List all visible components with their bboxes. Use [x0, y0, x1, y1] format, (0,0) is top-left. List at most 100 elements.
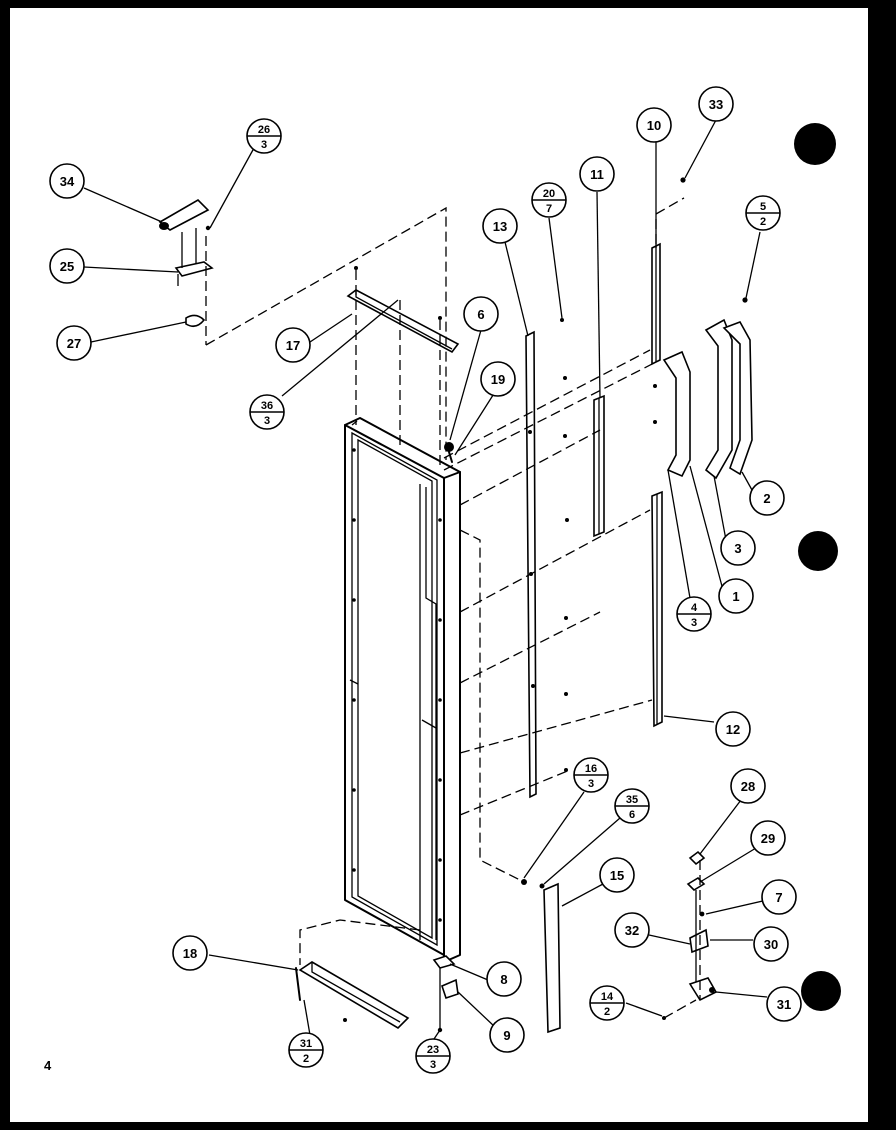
binder-hole: [801, 971, 841, 1011]
door-strip-11: [593, 394, 605, 538]
callout-33: 33: [698, 86, 734, 122]
callout-20: 207: [531, 182, 567, 218]
callout-28: 28: [730, 768, 766, 804]
bottom-strip-15: [521, 879, 561, 1034]
binder-hole: [794, 123, 836, 165]
callout-35: 356: [614, 788, 650, 824]
callout-number: 1: [732, 589, 739, 604]
assembly-lines: [299, 318, 661, 965]
bottom-hinge-bracket: [295, 961, 410, 1030]
callout-19: 19: [480, 361, 516, 397]
binder-holes: [794, 123, 841, 1011]
door-handle: [653, 297, 753, 480]
callout-number: 2: [763, 491, 770, 506]
callout-30: 30: [753, 926, 789, 962]
callout-denominator: 2: [604, 1006, 610, 1018]
callout-number: 9: [503, 1028, 510, 1043]
callout-31a: 312: [288, 1032, 324, 1068]
callout-numerator: 14: [601, 991, 614, 1003]
callout-34: 34: [49, 163, 85, 199]
callout-number: 28: [741, 779, 755, 794]
callout-denominator: 3: [588, 778, 594, 790]
callout-7: 7: [761, 879, 797, 915]
callout-5: 52: [745, 195, 781, 231]
callout-number: 3: [734, 541, 741, 556]
binder-hole: [798, 531, 838, 571]
callout-13: 13: [482, 208, 518, 244]
page-number: 4: [44, 1058, 52, 1073]
callout-number: 10: [647, 118, 661, 133]
leader-lines: [83, 119, 768, 1043]
callout-number: 29: [761, 831, 775, 846]
callout-6: 6: [463, 296, 499, 332]
hinge-pin: [444, 442, 454, 463]
callout-number: 7: [775, 890, 782, 905]
callout-8: 8: [486, 961, 522, 997]
callout-number: 19: [491, 372, 505, 387]
callout-number: 31: [777, 997, 791, 1012]
callout-numerator: 4: [691, 602, 698, 614]
callout-25: 25: [49, 248, 85, 284]
callout-number: 27: [67, 336, 81, 351]
callout-numerator: 31: [300, 1038, 312, 1050]
callout-12: 12: [715, 711, 751, 747]
callout-1: 1: [718, 578, 754, 614]
door-strip-13: [525, 330, 537, 799]
callout-18: 18: [172, 935, 208, 971]
callout-number: 30: [764, 937, 778, 952]
callout-number: 34: [60, 174, 75, 189]
callout-17: 17: [275, 327, 311, 363]
callout-number: 12: [726, 722, 740, 737]
callout-numerator: 16: [585, 763, 597, 775]
bottom-hinge-assembly: [662, 850, 718, 1020]
callout-denominator: 3: [691, 617, 697, 629]
callout-32: 32: [614, 912, 650, 948]
callout-number: 13: [493, 219, 507, 234]
callout-3: 3: [720, 530, 756, 566]
callout-numerator: 26: [258, 124, 270, 136]
top-hinge-bracket: [346, 266, 460, 470]
callout-denominator: 2: [760, 216, 766, 228]
callout-16: 163: [573, 757, 609, 793]
callout-numerator: 20: [543, 188, 555, 200]
callout-number: 33: [709, 97, 723, 112]
callout-14: 142: [589, 985, 625, 1021]
callout-36: 363: [249, 394, 285, 430]
callout-number: 6: [477, 307, 484, 322]
callout-numerator: 23: [427, 1044, 439, 1056]
door-strip-10: [651, 177, 686, 366]
callout-numerator: 36: [261, 400, 273, 412]
callout-9: 9: [489, 1017, 525, 1053]
callout-11: 11: [579, 156, 615, 192]
callout-2: 2: [749, 480, 785, 516]
bottom-pin-parts: [432, 955, 459, 1033]
callout-denominator: 2: [303, 1053, 309, 1065]
callout-denominator: 3: [261, 139, 267, 151]
callout-4: 43: [676, 596, 712, 632]
callout-23: 233: [415, 1038, 451, 1074]
callout-denominator: 3: [264, 415, 270, 427]
callout-numerator: 35: [626, 794, 638, 806]
callout-26: 263: [246, 118, 282, 154]
callout-number: 25: [60, 259, 74, 274]
diagram-sheet: [10, 8, 868, 1122]
callout-denominator: 7: [546, 203, 552, 215]
callout-number: 17: [286, 338, 300, 353]
callout-31b: 31: [766, 986, 802, 1022]
callout-27: 27: [56, 325, 92, 361]
callout-15: 15: [599, 857, 635, 893]
callout-denominator: 3: [430, 1059, 436, 1071]
door-strip-12: [651, 490, 663, 728]
callout-number: 15: [610, 868, 624, 883]
top-hinge-assembly: [158, 198, 447, 460]
callout-number: 8: [500, 972, 507, 987]
door-panel: [344, 417, 461, 963]
callout-number: 32: [625, 923, 639, 938]
panel-holes: [352, 448, 442, 922]
callout-denominator: 6: [629, 809, 635, 821]
callout-numerator: 5: [760, 201, 766, 213]
callout-29: 29: [750, 820, 786, 856]
callout-number: 18: [183, 946, 197, 961]
